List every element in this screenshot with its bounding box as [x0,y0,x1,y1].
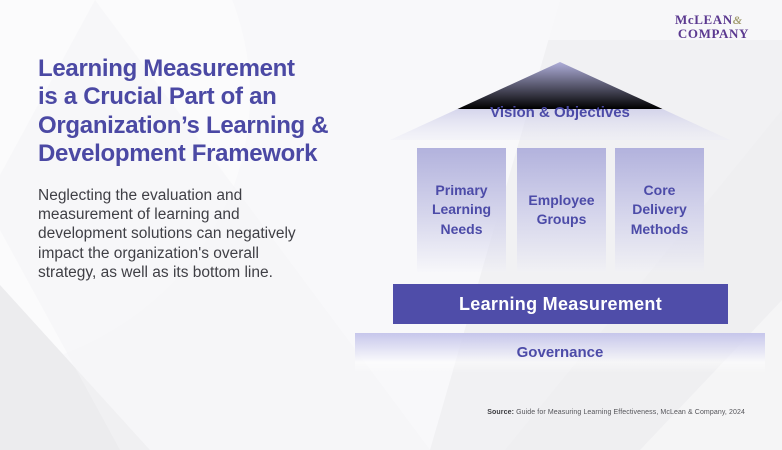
slide-title: Learning Measurement is a Crucial Part o… [38,55,329,168]
pyramid-shape [390,62,730,140]
source-citation: Source: Guide for Measuring Learning Eff… [487,409,745,416]
learning-measurement-bar: Learning Measurement [393,284,728,324]
logo-ampersand: & [732,13,743,27]
pillar-primary-learning-needs: Primary Learning Needs [417,148,506,272]
governance-bar: Governance [355,333,765,372]
source-label: Source: [487,409,515,416]
vision-objectives-label: Vision & Objectives [490,104,630,121]
pillar-employee-groups: Employee Groups [517,148,606,272]
slide-body-text: Neglecting the evaluation and measuremen… [38,186,296,282]
logo-line1: McLEAN& [675,12,743,27]
mclean-company-logo: McLEAN& COMPANY [675,13,749,40]
pillar-core-delivery-methods: Core Delivery Methods [615,148,704,272]
logo-line2: COMPANY [677,25,749,41]
source-text: Guide for Measuring Learning Effectivene… [514,409,745,416]
